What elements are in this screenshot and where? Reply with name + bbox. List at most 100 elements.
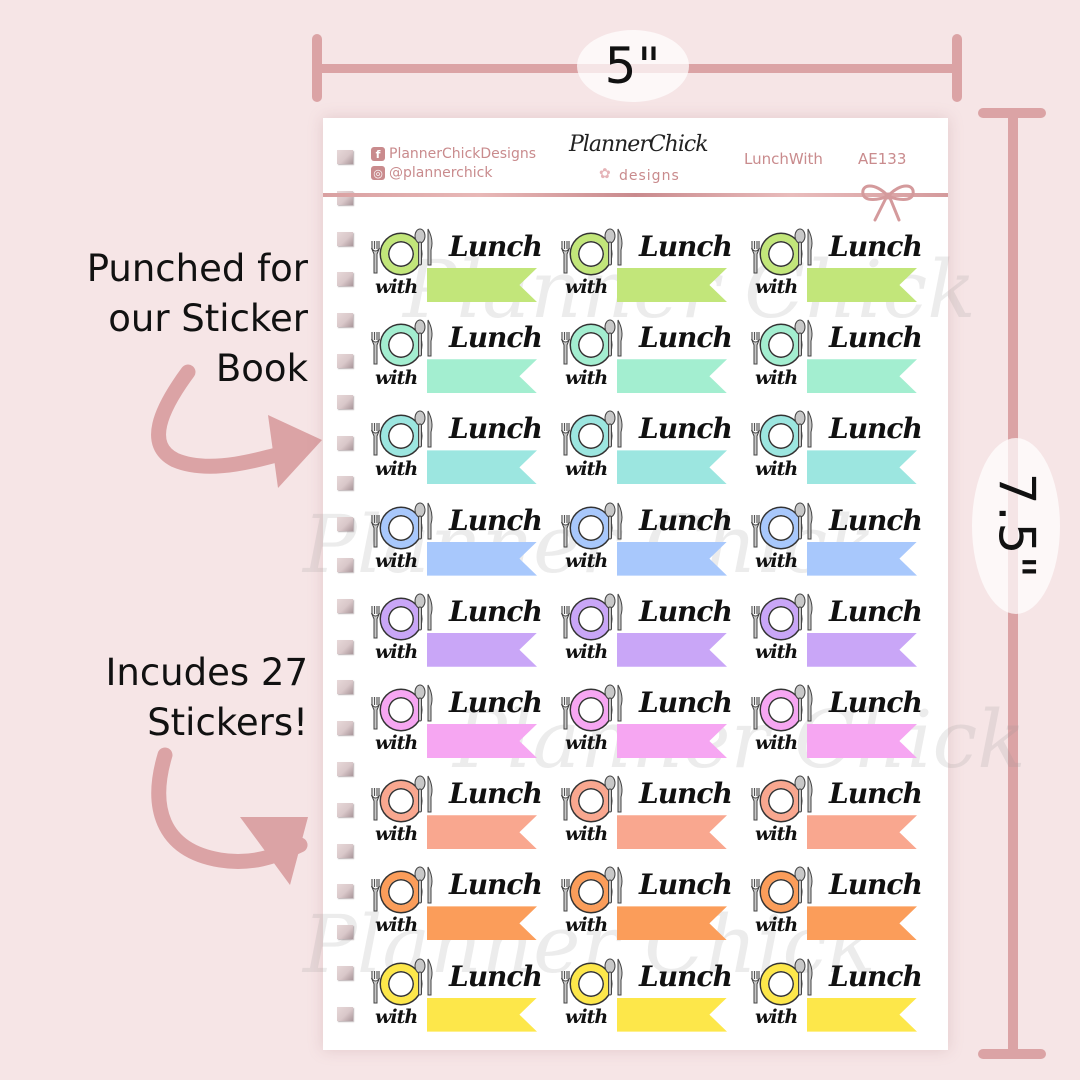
plate-icon: [571, 690, 611, 730]
header-ribbon: [323, 193, 948, 197]
plate-icon: [761, 690, 801, 730]
fork-icon: [751, 514, 760, 548]
knife-spoon-icon: [794, 228, 813, 266]
sticker-title: Lunch: [639, 686, 733, 719]
sticker-flag-banner: [427, 815, 537, 850]
punch-hole: [337, 394, 353, 409]
fork-icon: [561, 970, 570, 1004]
sticker-subtitle: with: [375, 823, 418, 846]
plate-icon: [761, 598, 801, 639]
sticker-flag-banner: [807, 906, 917, 941]
sticker-subtitle: with: [755, 732, 798, 754]
lunch-with-sticker[interactable]: Lunch with: [749, 864, 923, 944]
lunch-with-sticker[interactable]: Lunch with: [559, 956, 733, 1036]
sticker-subtitle: with: [375, 549, 418, 572]
sticker-subtitle: with: [565, 367, 608, 390]
knife-spoon-icon: [414, 958, 433, 996]
knife-spoon-icon: [794, 319, 813, 357]
sticker-flag-banner: [807, 450, 917, 485]
fork-icon: [561, 241, 570, 274]
knife-spoon-icon: [604, 593, 623, 631]
product-name: LunchWith: [744, 150, 823, 168]
lunch-with-sticker[interactable]: Lunch with: [749, 591, 923, 671]
knife-spoon-icon: [794, 684, 813, 722]
sticker-title: Lunch: [449, 230, 543, 263]
knife-spoon-icon: [414, 684, 433, 722]
lunch-with-sticker[interactable]: Lunch with: [749, 317, 923, 397]
lunch-with-sticker[interactable]: Lunch with: [559, 864, 733, 944]
lunch-with-sticker[interactable]: Lunch with: [369, 500, 543, 580]
lunch-with-sticker[interactable]: Lunch with: [369, 317, 543, 397]
lunch-with-sticker[interactable]: Lunch with: [559, 317, 733, 397]
fork-icon: [371, 423, 380, 456]
lunch-with-sticker[interactable]: Lunch with: [559, 591, 733, 671]
fork-icon: [561, 514, 570, 548]
knife-spoon-icon: [604, 228, 623, 266]
punch-hole: [337, 150, 353, 164]
sticker-title: Lunch: [829, 868, 923, 902]
sticker-title: Lunch: [829, 686, 923, 719]
plate-icon: [571, 872, 611, 913]
lunch-with-sticker[interactable]: Lunch with: [369, 591, 543, 671]
lunch-with-sticker[interactable]: Lunch with: [559, 682, 733, 762]
lunch-with-sticker[interactable]: Lunch with: [559, 226, 733, 306]
fork-icon: [751, 241, 760, 274]
height-dimension-top-cap: [978, 108, 1046, 118]
plate-icon: [381, 234, 421, 274]
punch-hole: [337, 762, 353, 776]
lunch-with-sticker[interactable]: Lunch with: [749, 773, 923, 853]
lunch-with-sticker[interactable]: Lunch with: [369, 408, 543, 488]
sticker-title: Lunch: [639, 959, 733, 993]
lunch-with-sticker[interactable]: Lunch with: [559, 773, 733, 853]
sticker-subtitle: with: [375, 367, 418, 390]
punch-hole: [337, 966, 353, 980]
sticker-title: Lunch: [449, 777, 543, 811]
plate-icon: [571, 598, 611, 639]
sticker-flag-banner: [807, 815, 917, 850]
sticker-flag-banner: [427, 997, 537, 1032]
callout-line: Punched for: [86, 247, 308, 290]
instagram-handle: @plannerchick: [389, 165, 493, 181]
facebook-icon: f: [371, 147, 385, 161]
sticker-flag-banner: [427, 906, 537, 941]
lunch-with-sticker[interactable]: Lunch with: [749, 408, 923, 488]
lunch-with-sticker[interactable]: Lunch with: [749, 682, 923, 762]
plate-icon: [761, 325, 801, 366]
sticker-flag-banner: [617, 632, 727, 667]
lunch-with-sticker[interactable]: Lunch with: [749, 956, 923, 1036]
sticker-title: Lunch: [449, 686, 543, 719]
width-dimension-left-cap: [312, 34, 322, 102]
lunch-with-sticker[interactable]: Lunch with: [369, 682, 543, 762]
sticker-flag-banner: [617, 815, 727, 850]
sticker-title: Lunch: [829, 777, 923, 811]
plate-icon: [381, 690, 421, 730]
sticker-flag-banner: [617, 541, 727, 576]
lunch-with-sticker[interactable]: Lunch with: [559, 408, 733, 488]
sticker-flag-banner: [617, 359, 727, 394]
fork-icon: [751, 788, 760, 821]
lunch-with-sticker[interactable]: Lunch with: [369, 773, 543, 853]
callout-line: Book: [215, 347, 308, 390]
callout-line: Incudes 27: [105, 651, 308, 694]
width-dimension-right-cap: [952, 34, 962, 102]
punch-hole: [337, 313, 353, 328]
sticker-title: Lunch: [639, 230, 733, 263]
sticker-sheet: Planner Chick Planner Chick Planner Chic…: [303, 118, 1026, 1050]
lunch-with-sticker[interactable]: Lunch with: [369, 864, 543, 944]
lunch-with-sticker[interactable]: Lunch with: [749, 226, 923, 306]
lunch-with-sticker[interactable]: Lunch with: [369, 956, 543, 1036]
fork-icon: [371, 332, 380, 365]
plate-icon: [761, 781, 801, 822]
height-dimension-bottom-cap: [978, 1049, 1046, 1059]
knife-spoon-icon: [794, 866, 813, 904]
sticker-subtitle: with: [375, 458, 418, 481]
punch-hole: [337, 558, 353, 572]
lunch-with-sticker[interactable]: Lunch with: [369, 226, 543, 306]
lunch-with-sticker[interactable]: Lunch with: [749, 500, 923, 580]
punch-hole: [337, 639, 353, 654]
knife-spoon-icon: [414, 775, 433, 813]
sticker-title: Lunch: [449, 321, 543, 355]
lunch-with-sticker[interactable]: Lunch with: [559, 500, 733, 580]
knife-spoon-icon: [794, 410, 813, 448]
fork-icon: [561, 879, 570, 912]
